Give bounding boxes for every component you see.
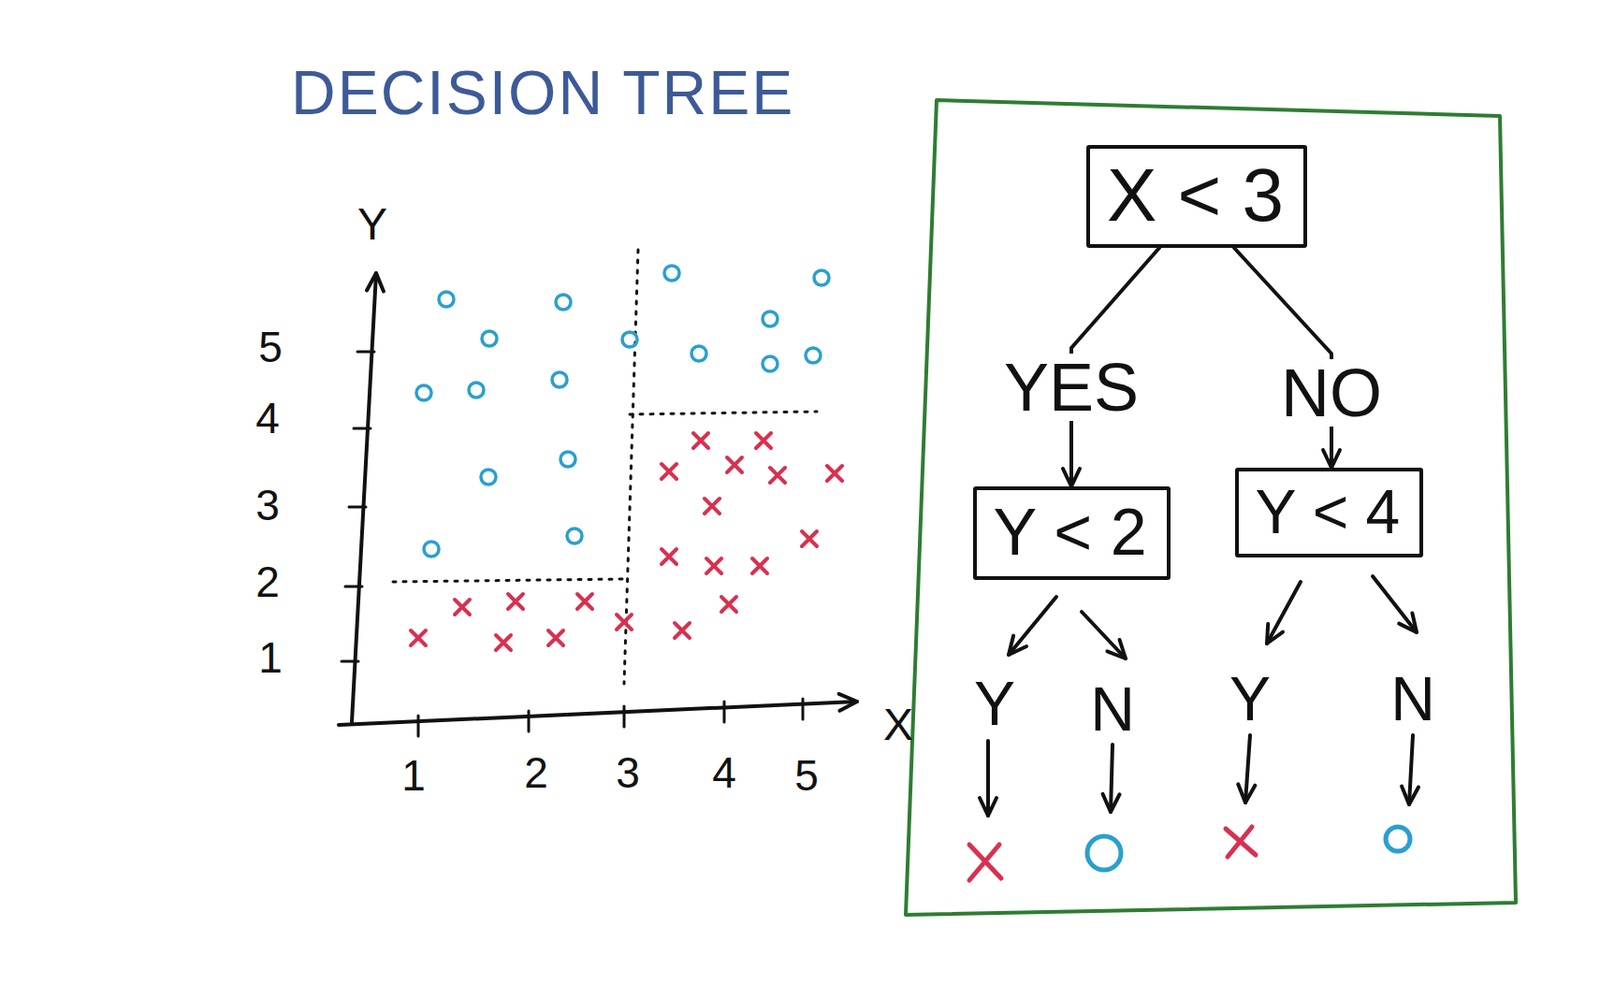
x-axis xyxy=(338,701,858,726)
circle-point xyxy=(468,382,484,398)
circle-point xyxy=(416,385,432,401)
tick-label: 5 xyxy=(258,325,283,369)
tick-label: 4 xyxy=(255,396,280,440)
y-tick xyxy=(341,660,359,664)
title: DECISION TREE xyxy=(290,61,795,124)
branch-arrow xyxy=(1110,744,1113,813)
leaf-circle xyxy=(1385,827,1411,852)
x-tick xyxy=(417,715,421,737)
cross-point xyxy=(495,635,511,651)
branch-arrow xyxy=(1245,735,1251,803)
branch-arrow xyxy=(986,741,990,816)
cross-point xyxy=(548,630,564,646)
circle-point xyxy=(567,528,582,544)
circle-point xyxy=(805,348,821,364)
y-axis xyxy=(351,273,377,723)
node-label: Y < 2 xyxy=(993,499,1150,566)
x-tick xyxy=(723,701,727,723)
node-label: X < 3 xyxy=(1106,158,1287,233)
cross-point xyxy=(801,531,817,547)
branch-label: Y xyxy=(974,672,1016,735)
cross-point xyxy=(693,433,709,449)
cross-point xyxy=(756,433,771,449)
circle-point xyxy=(438,291,454,307)
branch-label: N xyxy=(1390,668,1436,730)
branch-connector xyxy=(1234,247,1332,468)
tick-label: 2 xyxy=(523,751,549,795)
tick-label: 1 xyxy=(401,754,426,798)
decision-box: X < 3 xyxy=(1086,145,1308,248)
cross-point xyxy=(704,498,720,514)
tick-label: 4 xyxy=(712,751,737,795)
scatter-points xyxy=(410,265,843,651)
cross-point xyxy=(661,464,677,480)
y-tick xyxy=(349,506,366,510)
x-tick xyxy=(527,711,531,732)
axis-label: Y xyxy=(357,202,388,248)
circle-point xyxy=(691,346,707,362)
y-tick xyxy=(353,427,371,431)
branch-label: Y xyxy=(1229,668,1271,730)
cross-point xyxy=(674,623,690,639)
branch-arrow xyxy=(1266,581,1301,644)
circle-point xyxy=(480,469,496,485)
split-line xyxy=(392,579,623,582)
leaf-cross xyxy=(969,844,1002,881)
edge-label: YES xyxy=(1000,353,1143,422)
tree-frame xyxy=(905,100,1516,916)
circle-point xyxy=(762,356,778,372)
cross-point xyxy=(752,558,768,574)
x-tick xyxy=(623,706,626,728)
circle-point xyxy=(552,372,568,388)
y-tick xyxy=(345,585,363,589)
cross-point xyxy=(770,467,786,483)
circle-point xyxy=(622,332,638,348)
tick-label: 5 xyxy=(794,754,819,798)
decision-box: Y < 2 xyxy=(973,486,1171,581)
edge-label: NO xyxy=(1277,359,1386,427)
circle-point xyxy=(664,265,680,281)
decision-box: Y < 4 xyxy=(1235,467,1424,558)
branch-label: N xyxy=(1090,678,1135,741)
circle-point xyxy=(423,541,439,557)
cross-point xyxy=(410,630,426,646)
x-tick xyxy=(801,698,805,720)
leaf-circle xyxy=(1087,836,1121,871)
tick-label: 3 xyxy=(255,483,280,527)
axis-label: X xyxy=(883,702,914,748)
circle-point xyxy=(762,311,778,327)
cross-point xyxy=(721,596,737,612)
branch-arrow xyxy=(1409,735,1413,805)
cross-point xyxy=(727,457,742,473)
split-lines xyxy=(392,249,817,684)
circle-point xyxy=(560,451,576,467)
node-label: Y < 4 xyxy=(1255,480,1403,543)
split-line xyxy=(629,411,817,415)
tick-label: 2 xyxy=(255,560,280,604)
tick-label: 1 xyxy=(258,636,283,680)
cross-point xyxy=(661,549,677,565)
cross-point xyxy=(577,594,593,610)
circle-point xyxy=(481,331,497,347)
cross-point xyxy=(706,558,722,574)
circle-point xyxy=(555,294,571,310)
axis-ticks xyxy=(341,351,803,737)
y-tick xyxy=(357,350,375,354)
branch-arrows xyxy=(988,576,1417,816)
cross-point xyxy=(454,599,470,615)
branch-arrow xyxy=(1081,611,1126,659)
cross-point xyxy=(827,465,843,481)
branch-arrow xyxy=(1008,596,1057,655)
cross-point xyxy=(508,594,524,610)
branch-arrow xyxy=(1372,576,1417,633)
leaf-cross xyxy=(1225,827,1256,858)
tick-label: 3 xyxy=(615,751,640,795)
cross-point xyxy=(616,614,632,630)
circle-point xyxy=(814,270,830,286)
